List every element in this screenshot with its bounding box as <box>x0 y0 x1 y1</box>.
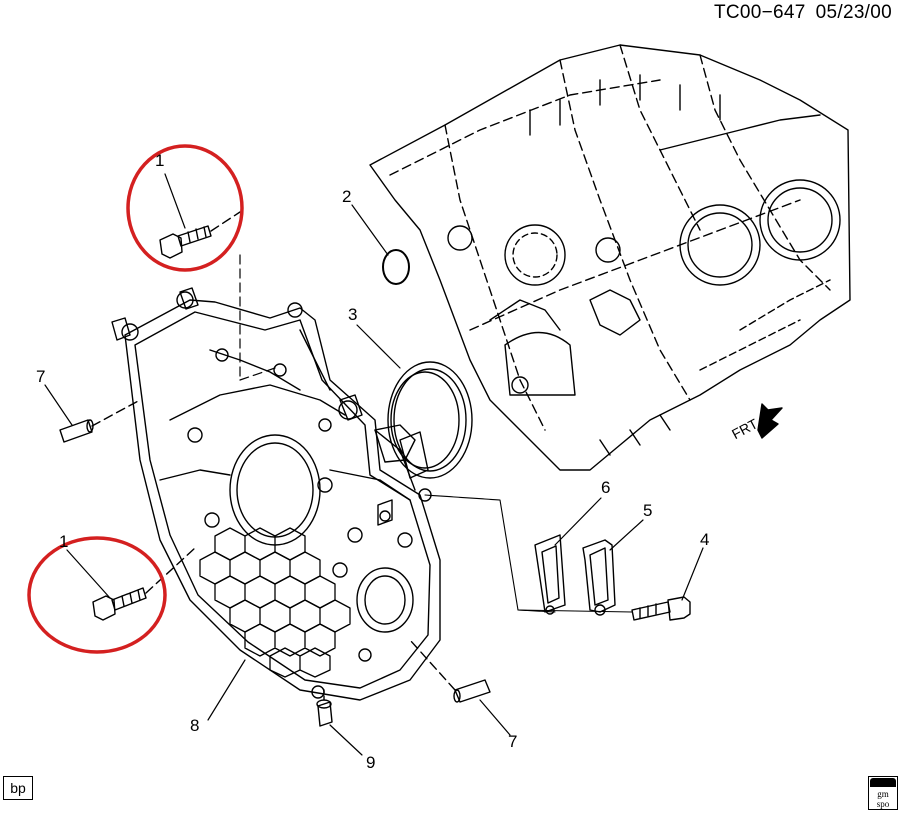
bolt-4 <box>631 596 691 621</box>
callout-9: 9 <box>366 753 376 772</box>
o-ring <box>382 249 410 285</box>
callout-3: 3 <box>348 305 358 324</box>
engine-block <box>369 44 851 471</box>
drawing-header: TC00−647 05/23/00 <box>704 2 892 24</box>
bolt-1-upper <box>159 211 241 259</box>
front-cover <box>111 287 441 701</box>
crankshaft-seal <box>387 361 473 479</box>
highlight-circle-lower-bolt <box>27 536 167 654</box>
callout-7-left: 7 <box>36 367 46 386</box>
callout-1-lower: 1 <box>59 532 69 551</box>
gm-spo-logo: gm spo <box>868 776 898 810</box>
logo-line-1: gm <box>877 789 889 799</box>
bolt-1-lower <box>92 547 196 621</box>
callout-8: 8 <box>190 716 200 735</box>
drawing-date: 05/23/00 <box>815 2 892 23</box>
logo-bar <box>870 778 896 787</box>
callout-4: 4 <box>700 530 710 549</box>
callout-leaders <box>44 173 704 756</box>
callout-6: 6 <box>601 478 611 497</box>
dowel-7-left <box>59 399 141 443</box>
bp-badge: bp <box>3 776 33 800</box>
plug-9 <box>316 689 333 727</box>
callout-1-upper: 1 <box>155 151 165 170</box>
logo-line-2: spo <box>876 799 890 809</box>
callout-2: 2 <box>342 187 352 206</box>
callout-5: 5 <box>643 501 653 520</box>
front-direction-arrow <box>757 403 783 439</box>
drawing-code: TC00−647 <box>713 2 806 23</box>
callout-7-right: 7 <box>508 732 518 751</box>
highlight-circle-upper-bolt <box>126 144 244 272</box>
gasket <box>534 534 566 615</box>
dowel-7-right <box>409 639 491 703</box>
cover-plate <box>582 539 616 616</box>
